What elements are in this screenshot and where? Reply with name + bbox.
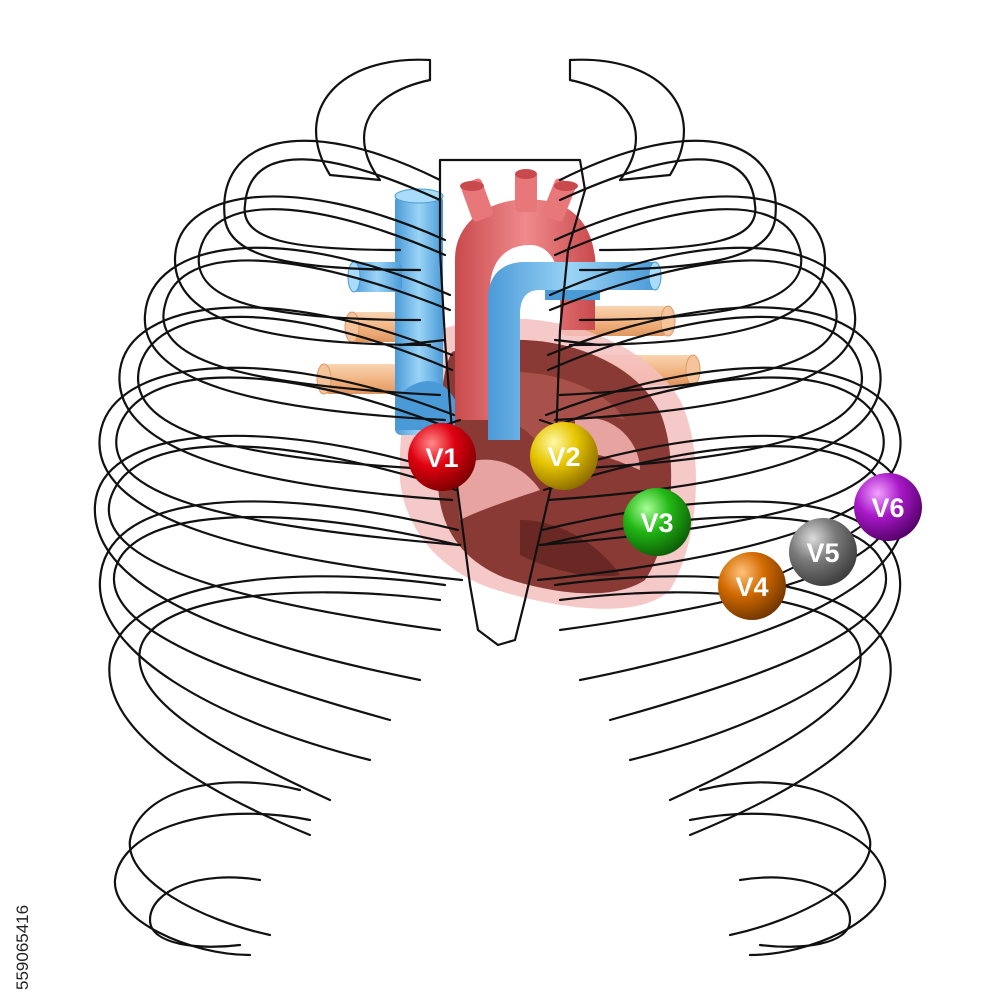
lead-v4[interactable]: V4	[718, 552, 786, 620]
lead-v3-electrode[interactable]	[623, 488, 691, 556]
rib-cage	[93, 58, 907, 957]
lead-v5-electrode[interactable]	[789, 518, 857, 586]
lead-v2-electrode[interactable]	[530, 422, 598, 490]
lead-v1-label: V1	[425, 443, 458, 473]
lead-v6[interactable]: V6	[854, 473, 922, 541]
stock-id-text: 559065416	[13, 905, 32, 990]
lead-v6-label: V6	[871, 493, 904, 523]
lead-v1-electrode[interactable]	[408, 423, 476, 491]
lead-v1[interactable]: V1	[408, 423, 476, 491]
lead-v2-label: V2	[547, 442, 580, 472]
lead-v3-label: V3	[640, 508, 673, 538]
sternum	[438, 158, 587, 647]
lead-v2[interactable]: V2	[530, 422, 598, 490]
lead-v3[interactable]: V3	[623, 488, 691, 556]
stock-id-strip: 559065416	[13, 905, 32, 990]
lead-v6-electrode[interactable]	[854, 473, 922, 541]
lead-v4-label: V4	[735, 572, 768, 602]
lead-v5-label: V5	[806, 538, 839, 568]
lead-v5[interactable]: V5	[789, 518, 857, 586]
lead-v4-electrode[interactable]	[718, 552, 786, 620]
